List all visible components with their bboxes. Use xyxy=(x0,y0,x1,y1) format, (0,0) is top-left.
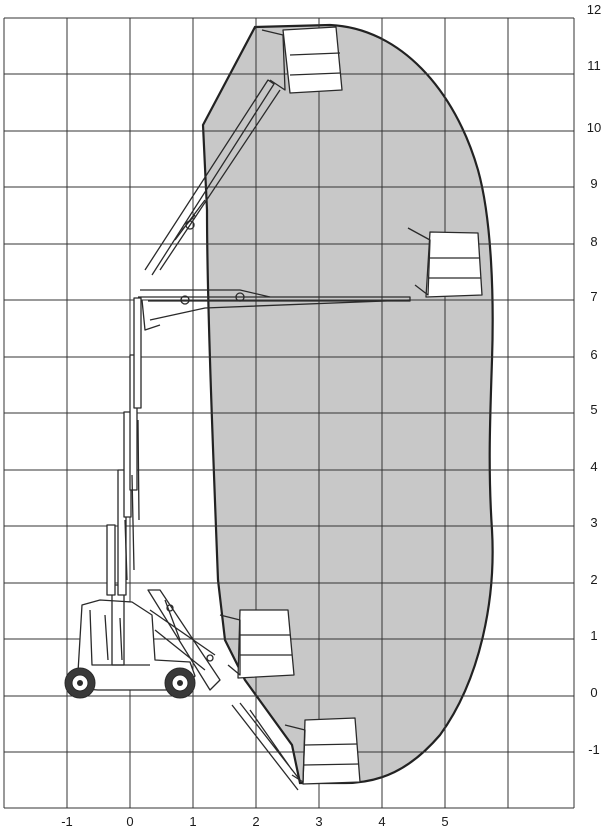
y-tick-label: 10 xyxy=(587,120,601,135)
y-tick-label: 3 xyxy=(590,515,597,530)
aerial-platform-illustration xyxy=(64,26,483,791)
platform-lowest xyxy=(284,717,361,785)
x-tick-label: 1 xyxy=(189,814,196,829)
y-tick-label: 7 xyxy=(590,289,597,304)
y-tick-label: 11 xyxy=(587,58,601,73)
front-wheel xyxy=(164,667,196,699)
x-tick-label: -1 xyxy=(61,814,73,829)
y-tick-label: 12 xyxy=(587,2,601,17)
y-tick-label: 1 xyxy=(590,628,597,643)
platform-right xyxy=(407,227,483,298)
lowered-boom xyxy=(231,702,301,791)
y-tick-label: 5 xyxy=(590,402,597,417)
y-tick-label: 8 xyxy=(590,234,597,249)
x-tick-label: 4 xyxy=(378,814,385,829)
working-envelope xyxy=(201,23,494,785)
vertical-mast xyxy=(106,297,142,596)
platform-bottom-left xyxy=(219,609,295,679)
raised-boom xyxy=(144,79,281,276)
lower-jib xyxy=(147,589,221,691)
y-tick-label: 6 xyxy=(590,347,597,362)
y-tick-label: 0 xyxy=(590,685,597,700)
x-axis-labels: -1 0 1 2 3 4 5 xyxy=(61,814,448,829)
rear-wheel xyxy=(64,667,96,699)
y-tick-label: 4 xyxy=(590,459,597,474)
horizontal-boom xyxy=(138,289,411,331)
x-tick-label: 3 xyxy=(315,814,322,829)
y-tick-label: 9 xyxy=(590,176,597,191)
chassis xyxy=(69,599,196,691)
x-tick-label: 0 xyxy=(126,814,133,829)
platform-top xyxy=(261,26,343,94)
y-tick-label: 2 xyxy=(590,572,597,587)
y-tick-label: -1 xyxy=(588,742,600,757)
x-tick-label: 2 xyxy=(252,814,259,829)
x-tick-label: 5 xyxy=(441,814,448,829)
